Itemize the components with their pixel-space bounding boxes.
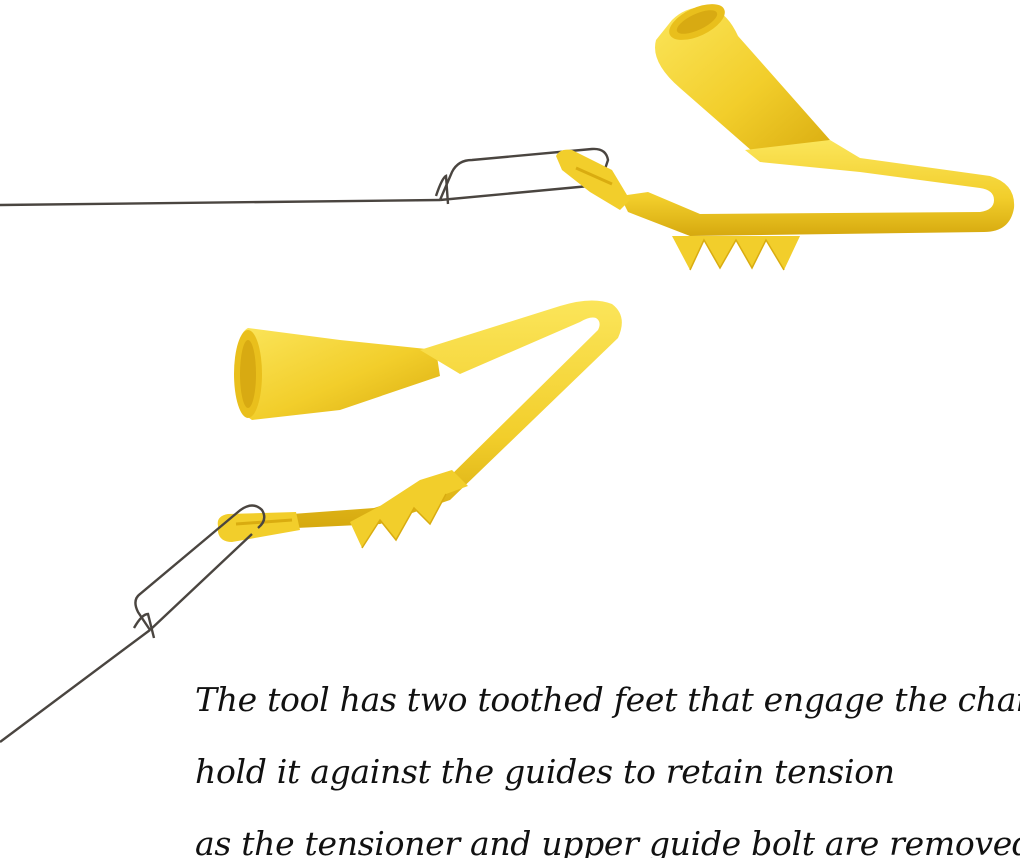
upper-wire <box>0 147 610 207</box>
caption: The tool has two toothed feet that engag… <box>195 664 1020 858</box>
caption-line-3: as the tensioner and upper guide bolt ar… <box>195 824 1020 858</box>
lower-wire <box>0 504 266 743</box>
caption-line-2: hold it against the guides to retain ten… <box>195 752 895 791</box>
lower-tensioner-tool <box>217 300 622 549</box>
caption-line-1: The tool has two toothed feet that engag… <box>195 680 1020 719</box>
upper-tensioner-tool <box>556 4 1015 271</box>
